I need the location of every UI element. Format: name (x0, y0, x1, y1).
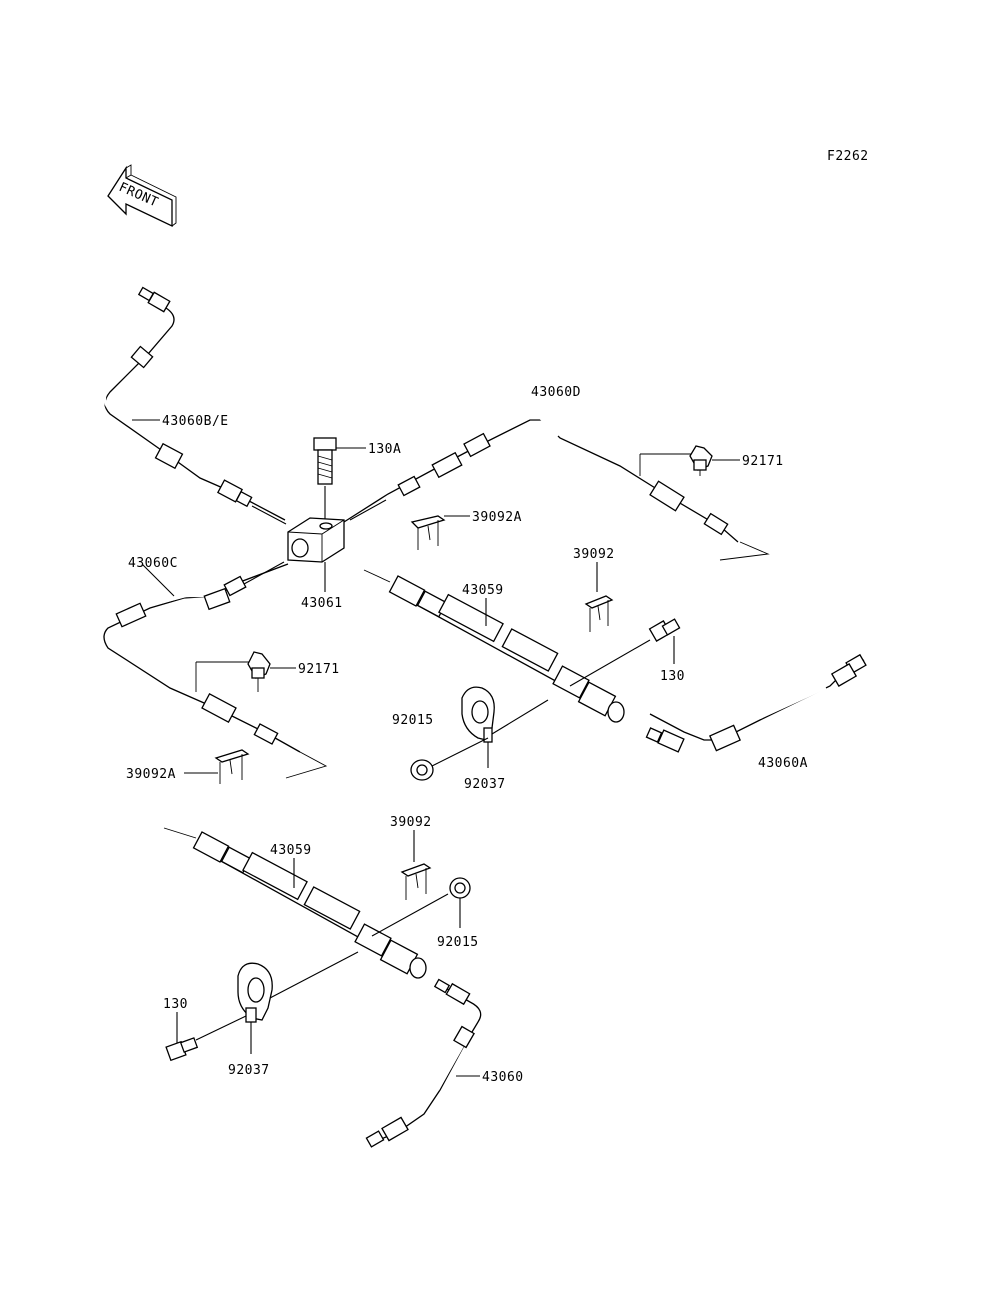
clip-39092a-mid (214, 749, 250, 784)
clip-39092-top (584, 595, 614, 632)
label-43060: 43060 (482, 1070, 524, 1085)
figure-code: F2262 (827, 149, 869, 164)
brake-hose-43059-bot (163, 827, 427, 979)
clamp-92037-top (461, 686, 495, 743)
clip-39092-bot (400, 863, 432, 900)
label-130a: 130A (368, 442, 401, 457)
clip-39092a-top (410, 515, 446, 550)
clip-92171-mid (247, 651, 271, 679)
brake-pipe-43060c (103, 563, 301, 753)
label-92171-mid: 92171 (298, 662, 340, 677)
label-43060c: 43060C (128, 556, 178, 571)
label-39092a-top: 39092A (472, 510, 522, 525)
label-130-top: 130 (660, 669, 685, 684)
brake-pipe-43060a (645, 653, 867, 753)
grommet-92015-bot (449, 877, 471, 899)
brake-pipe-43060be (103, 286, 286, 521)
label-92037-bot: 92037 (228, 1063, 270, 1078)
clamp-92037-bot (237, 962, 273, 1023)
label-43061: 43061 (301, 596, 343, 611)
label-43060be: 43060B/E (162, 414, 229, 429)
label-43059-bot: 43059 (270, 843, 312, 858)
brake-hose-43059-top (363, 569, 625, 723)
label-39092-top: 39092 (573, 547, 615, 562)
front-arrow-icon: FRONT (107, 164, 177, 228)
bolt-130a (313, 437, 337, 485)
label-92015-top: 92015 (392, 713, 434, 728)
label-39092-bot: 39092 (390, 815, 432, 830)
label-39092a-mid: 39092A (126, 767, 176, 782)
label-43060a: 43060A (758, 756, 808, 771)
label-43059-top: 43059 (462, 583, 504, 598)
label-92037-top: 92037 (464, 777, 506, 792)
brake-pipe-43060d (343, 416, 739, 543)
brake-pipe-43060 (365, 978, 482, 1148)
bolt-130-bot (165, 1037, 199, 1062)
label-130-bot: 130 (163, 997, 188, 1012)
label-43060d: 43060D (531, 385, 581, 400)
junction-block-43061 (287, 517, 345, 563)
grommet-92015-top (410, 759, 434, 781)
label-92015-bot: 92015 (437, 935, 479, 950)
label-92171-top: 92171 (742, 454, 784, 469)
clip-92171-top (689, 445, 713, 471)
bolt-130-top (648, 618, 681, 642)
